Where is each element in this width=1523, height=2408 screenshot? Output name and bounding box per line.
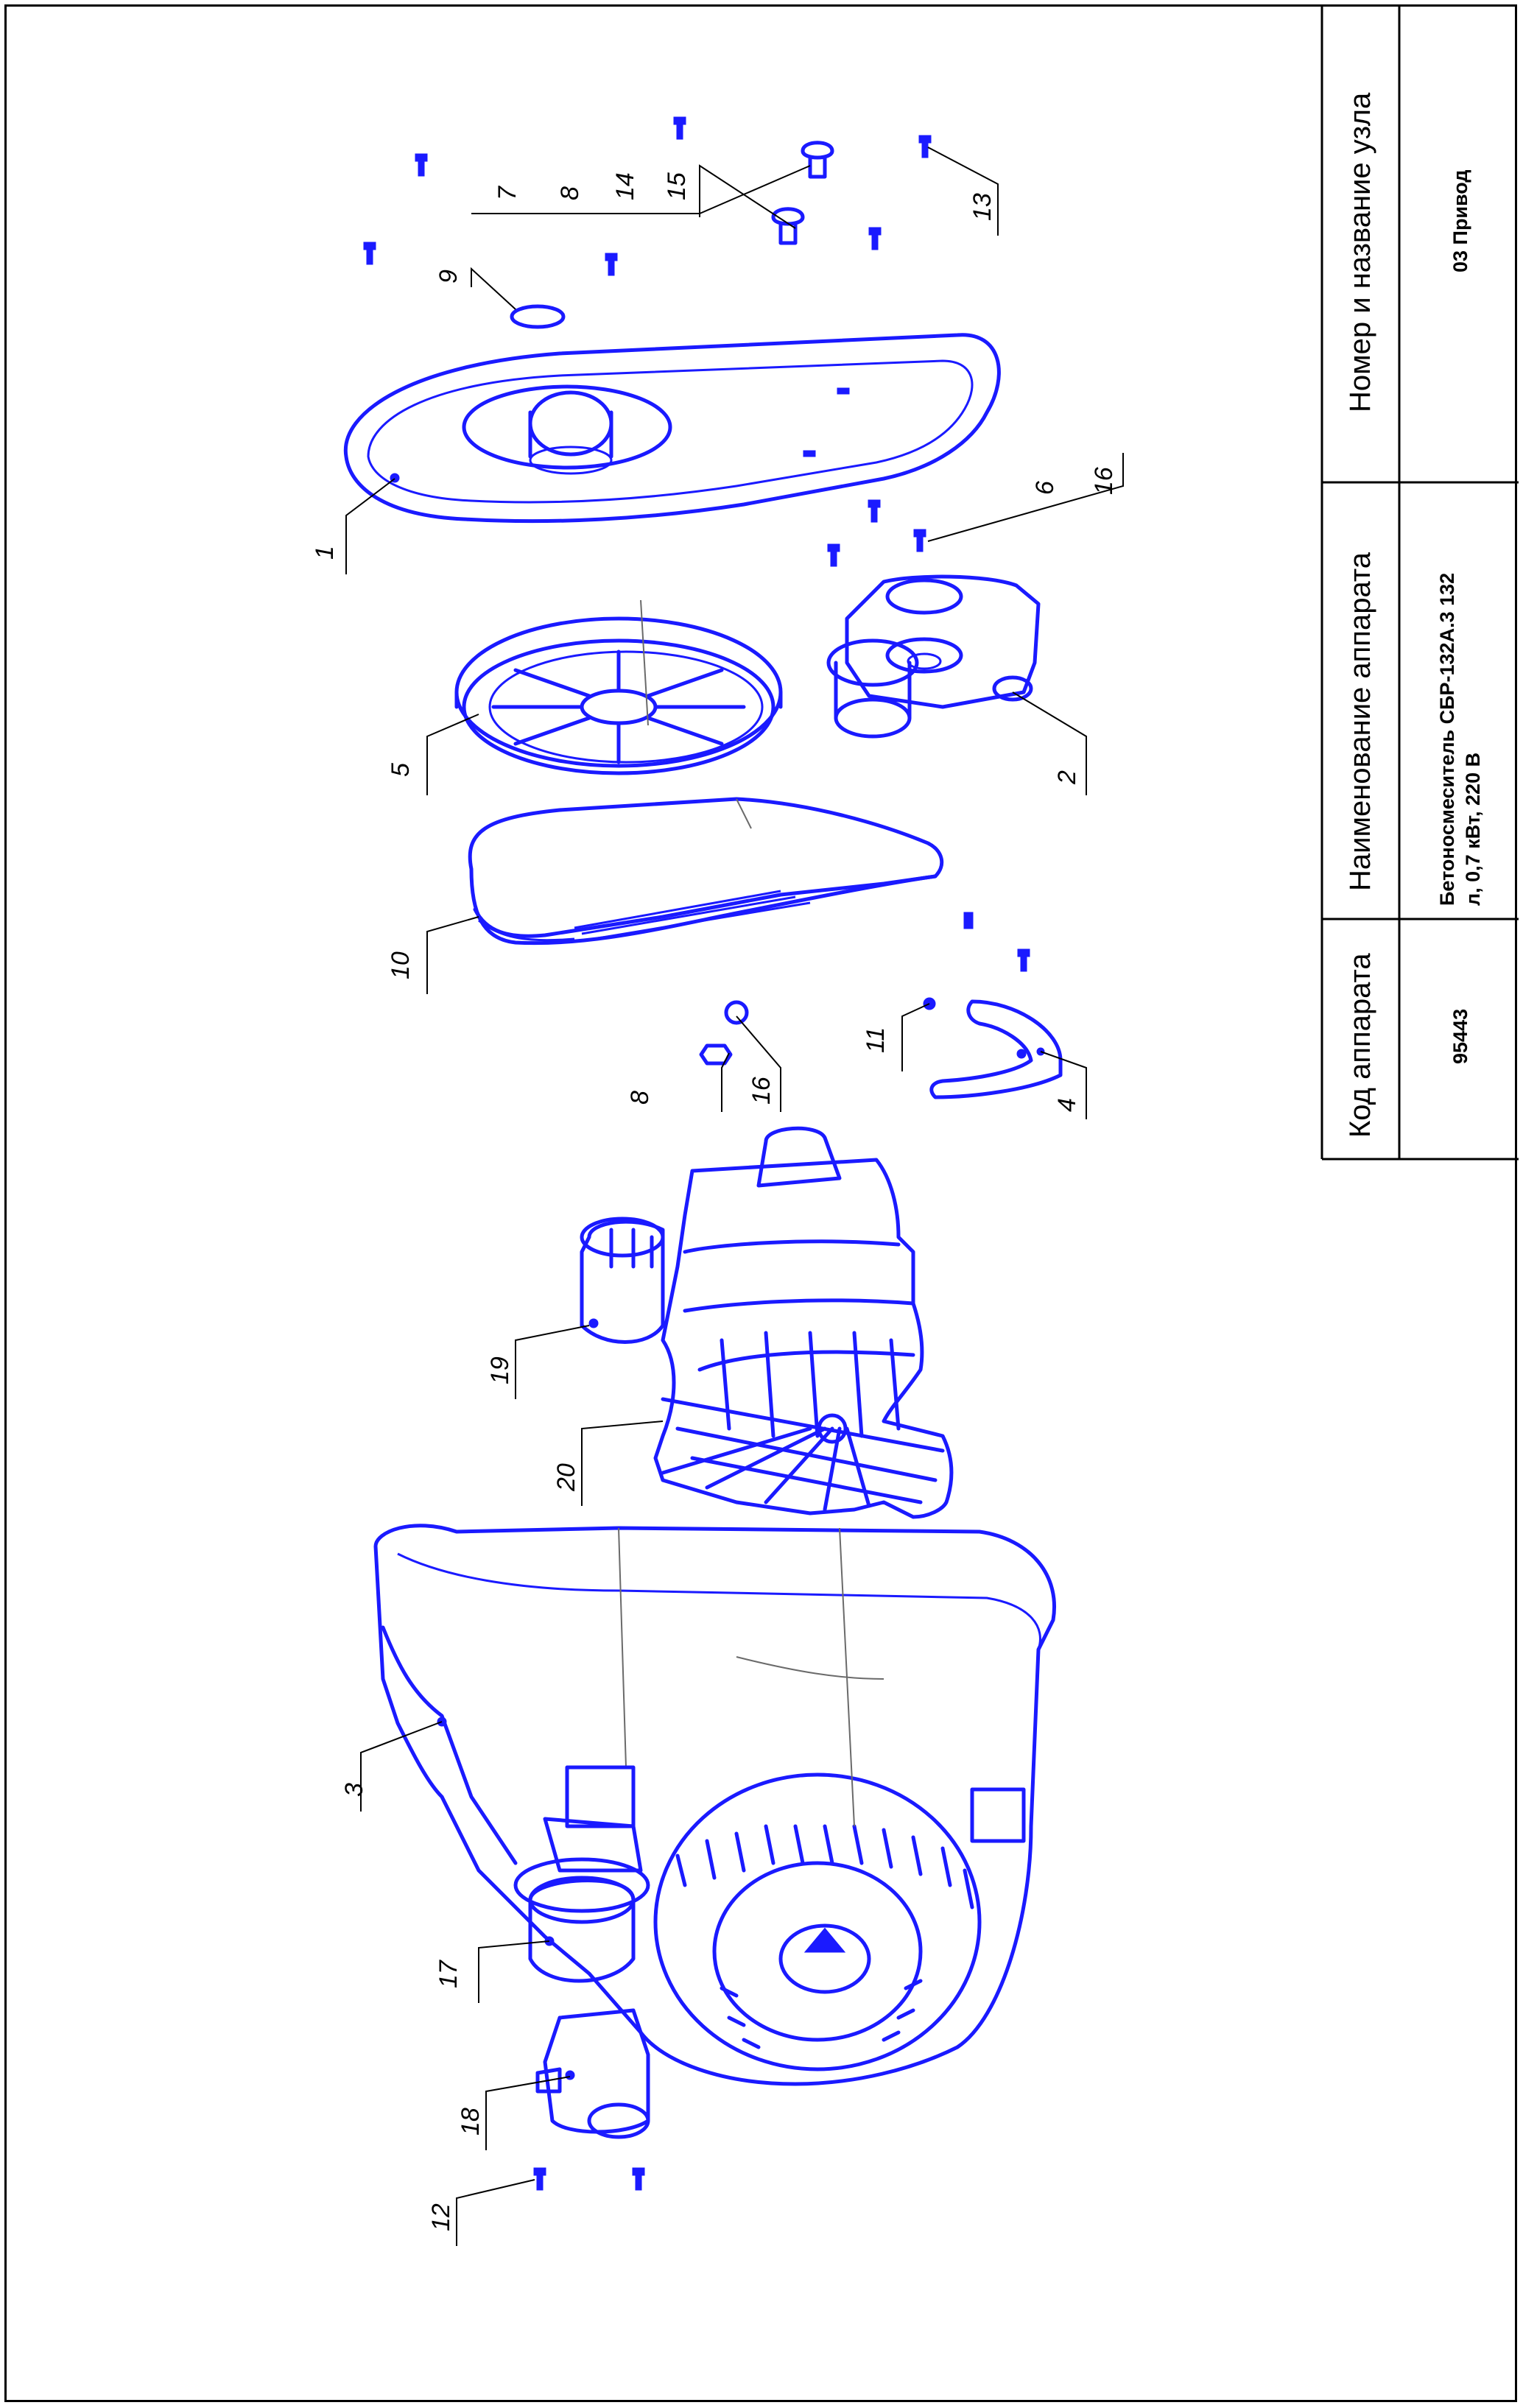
callout-16-right: 16 [1090,467,1118,495]
part-4-arc-plate [929,999,1063,1099]
callout-3: 3 [340,1783,368,1797]
unit-value: 03 Привод [1449,169,1471,272]
callout-13: 13 [968,193,996,221]
callout-15: 15 [663,172,691,200]
callout-5: 5 [387,763,415,777]
leader-lines [345,147,1124,2246]
part-17-coupling [513,1765,650,1983]
code-value: 95443 [1449,1008,1471,1064]
part-10-belt [468,797,944,946]
part-20-motor [653,1126,954,1519]
callout-17: 17 [435,1960,462,1988]
callout-20: 20 [552,1463,580,1492]
callout-9: 9 [435,270,462,284]
callout-11: 11 [862,1027,890,1053]
callout-8-mid: 8 [626,1091,654,1105]
callout-10: 10 [387,951,415,979]
callout-1: 1 [311,546,339,560]
callout-4: 4 [1053,1098,1081,1112]
part-3-housing [373,1524,1056,2086]
callout-14: 14 [611,172,639,200]
callout-18: 18 [457,2108,485,2136]
part-18-terminal-box [535,2008,650,2139]
title-block-grid [1320,4,1519,1161]
unit-header: Номер и название узла [1344,92,1376,412]
callout-numbers: 1 2 3 4 5 6 7 8 8 9 10 11 12 13 14 15 16… [311,172,1118,2231]
part-1-belt-cover [343,333,1001,524]
name-header: Наименование аппарата [1344,552,1376,891]
code-header: Код аппарата [1344,953,1376,1138]
callout-8-top: 8 [556,186,584,200]
callout-16-mid: 16 [748,1077,775,1105]
callout-2: 2 [1053,770,1081,785]
name-value-line1: Бетоносмеситель СБР-132А.3 132 [1436,572,1458,906]
part-19-capacitor [580,1217,665,1344]
name-value-line2: л, 0,7 кВт, 220 В [1462,752,1484,906]
fasteners [363,116,1030,2191]
part-5-pulley [454,599,783,775]
part-2-bracket [826,574,1041,739]
callout-7: 7 [493,186,521,200]
callout-6: 6 [1031,481,1059,495]
callout-19: 19 [486,1356,514,1384]
callout-12: 12 [427,2203,455,2231]
drawing-sheet [4,4,1517,2402]
